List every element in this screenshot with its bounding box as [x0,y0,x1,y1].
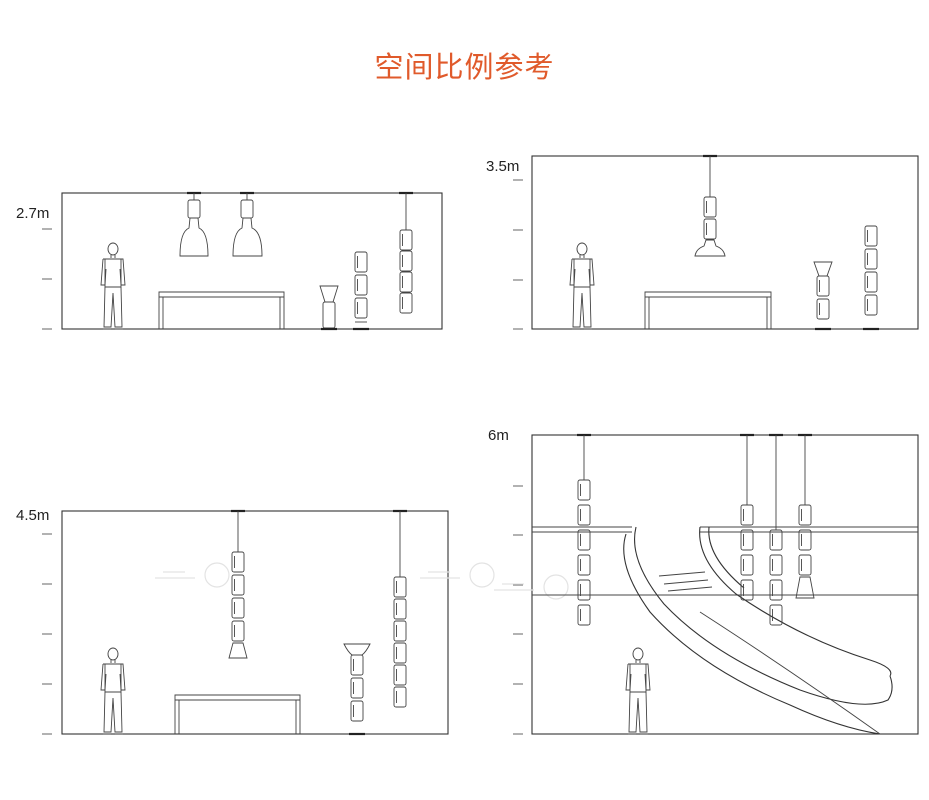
scene-4-5m [42,509,495,736]
page-title: 空间比例参考 [374,50,555,84]
scene-2-7m [42,191,443,331]
height-label-4-5m: 4.5m [16,507,50,524]
scene-6m [493,433,919,735]
height-label-2-7m: 2.7m [16,205,50,222]
scene-3-5m [513,154,919,331]
height-label-3-5m: 3.5m [486,158,520,175]
height-label-6m: 6m [488,427,509,444]
